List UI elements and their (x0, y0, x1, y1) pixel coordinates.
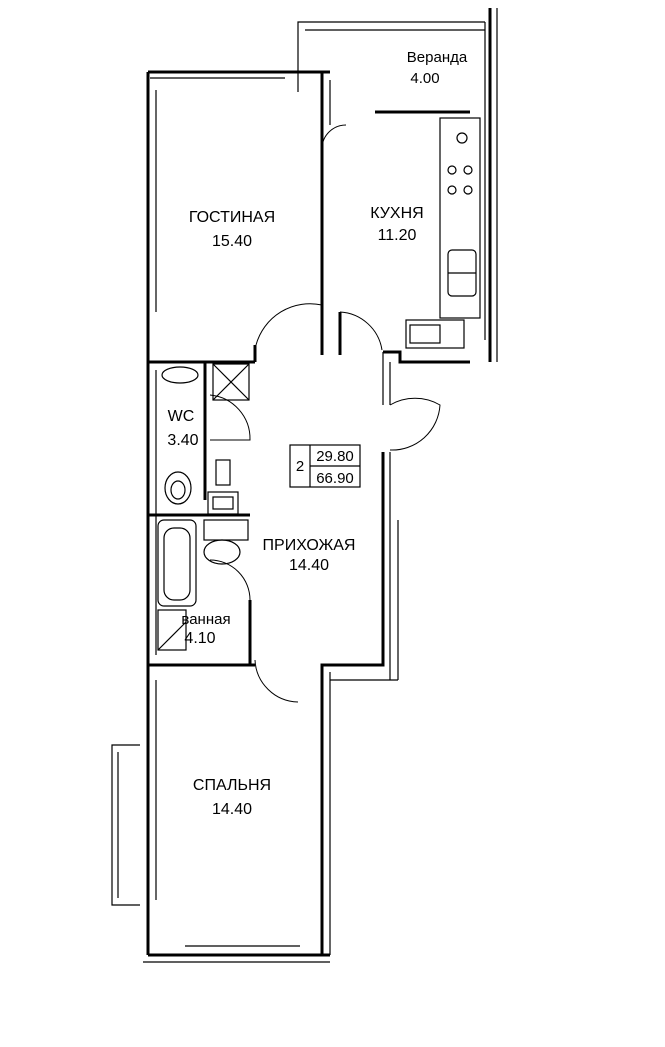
living-room-area: 15.40 (212, 233, 252, 250)
kitchen-area: 11.20 (378, 227, 417, 244)
door-swings (209, 124, 441, 703)
hall-walls (146, 345, 399, 955)
veranda-area: 4.00 (410, 70, 439, 87)
washbasin-icon (203, 519, 249, 565)
veranda-name: Веранда (407, 49, 468, 66)
bathtub-icon (157, 519, 197, 607)
area-summary-badge: 2 29.80 66.90 (289, 444, 361, 488)
hall-name: ПРИХОЖАЯ (263, 537, 356, 554)
veranda-walls (297, 8, 498, 362)
living-room-name: ГОСТИНАЯ (189, 209, 275, 226)
wc-name: WC (168, 408, 195, 425)
total-area: 66.90 (316, 470, 354, 487)
hall-area: 14.40 (289, 557, 329, 574)
wc-area: 3.40 (167, 432, 198, 449)
bedroom-name: СПАЛЬНЯ (193, 777, 271, 794)
bath-name: ванная (181, 611, 230, 628)
rooms-count: 2 (296, 458, 304, 475)
living-area-total: 29.80 (316, 448, 354, 465)
kitchen-sink-icon (447, 132, 477, 297)
toilet-icon (164, 471, 192, 505)
wc-fixtures (161, 363, 250, 515)
kitchen-walls (338, 117, 481, 405)
bedroom-area: 14.40 (212, 801, 252, 818)
bedroom-walls (111, 665, 330, 963)
kitchen-name: КУХНЯ (370, 205, 423, 222)
bath-area: 4.10 (184, 630, 215, 647)
stove-icon (447, 165, 473, 195)
shower-drain-icon (157, 609, 187, 651)
living-room-walls (146, 70, 331, 364)
